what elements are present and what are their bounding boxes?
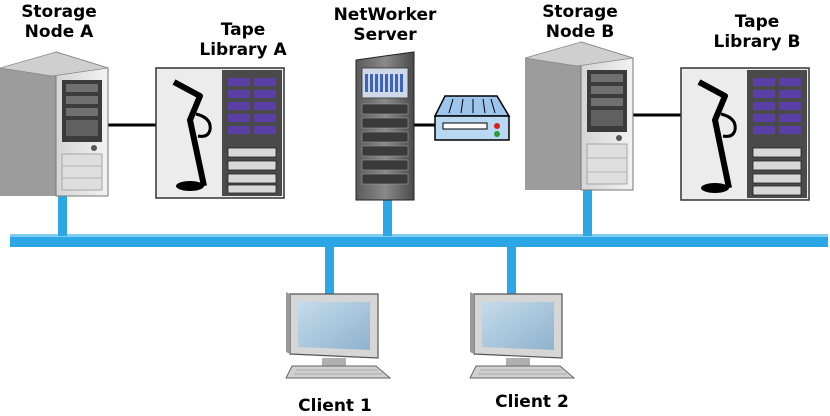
storage-node-a-label: Storage Node A bbox=[14, 2, 104, 42]
rack-server-icon bbox=[355, 51, 415, 201]
storage-node-b-line2: Node B bbox=[545, 22, 615, 42]
networker-server-line1: NetWorker bbox=[333, 5, 437, 25]
client-2-label: Client 2 bbox=[477, 392, 587, 412]
drop-client-1 bbox=[325, 246, 334, 298]
monitor-icon bbox=[285, 292, 392, 379]
networker-server-line2: Server bbox=[353, 25, 417, 45]
drop-storage-node-a bbox=[58, 196, 67, 236]
drop-storage-node-b bbox=[583, 190, 592, 236]
storage-node-b-label: Storage Node B bbox=[530, 2, 630, 42]
tape-library-icon bbox=[155, 67, 285, 199]
drop-networker-server bbox=[383, 200, 392, 236]
drop-client-2 bbox=[507, 246, 516, 296]
monitor-icon bbox=[469, 292, 576, 379]
storage-node-a-line1: Storage bbox=[21, 2, 97, 22]
tower-server-icon bbox=[0, 51, 109, 197]
storage-node-b-line1: Storage bbox=[542, 2, 618, 22]
client-2-text: Client 2 bbox=[495, 392, 569, 412]
client-1-label: Client 1 bbox=[280, 396, 390, 416]
networker-server-label: NetWorker Server bbox=[330, 5, 440, 45]
tape-library-a-label: Tape Library A bbox=[188, 20, 298, 60]
tower-server-icon bbox=[524, 41, 634, 191]
tape-library-b-line1: Tape bbox=[734, 12, 780, 32]
storage-node-a-line2: Node A bbox=[24, 22, 94, 42]
tape-library-a-line2: Library A bbox=[199, 40, 287, 60]
tape-drive-icon bbox=[433, 95, 511, 141]
tape-library-icon bbox=[680, 67, 810, 201]
tape-library-b-line2: Library B bbox=[713, 32, 801, 52]
tape-library-a-line1: Tape bbox=[220, 20, 266, 40]
client-1-text: Client 1 bbox=[298, 396, 372, 416]
tape-library-b-label: Tape Library B bbox=[702, 12, 812, 52]
network-backbone bbox=[10, 234, 828, 247]
